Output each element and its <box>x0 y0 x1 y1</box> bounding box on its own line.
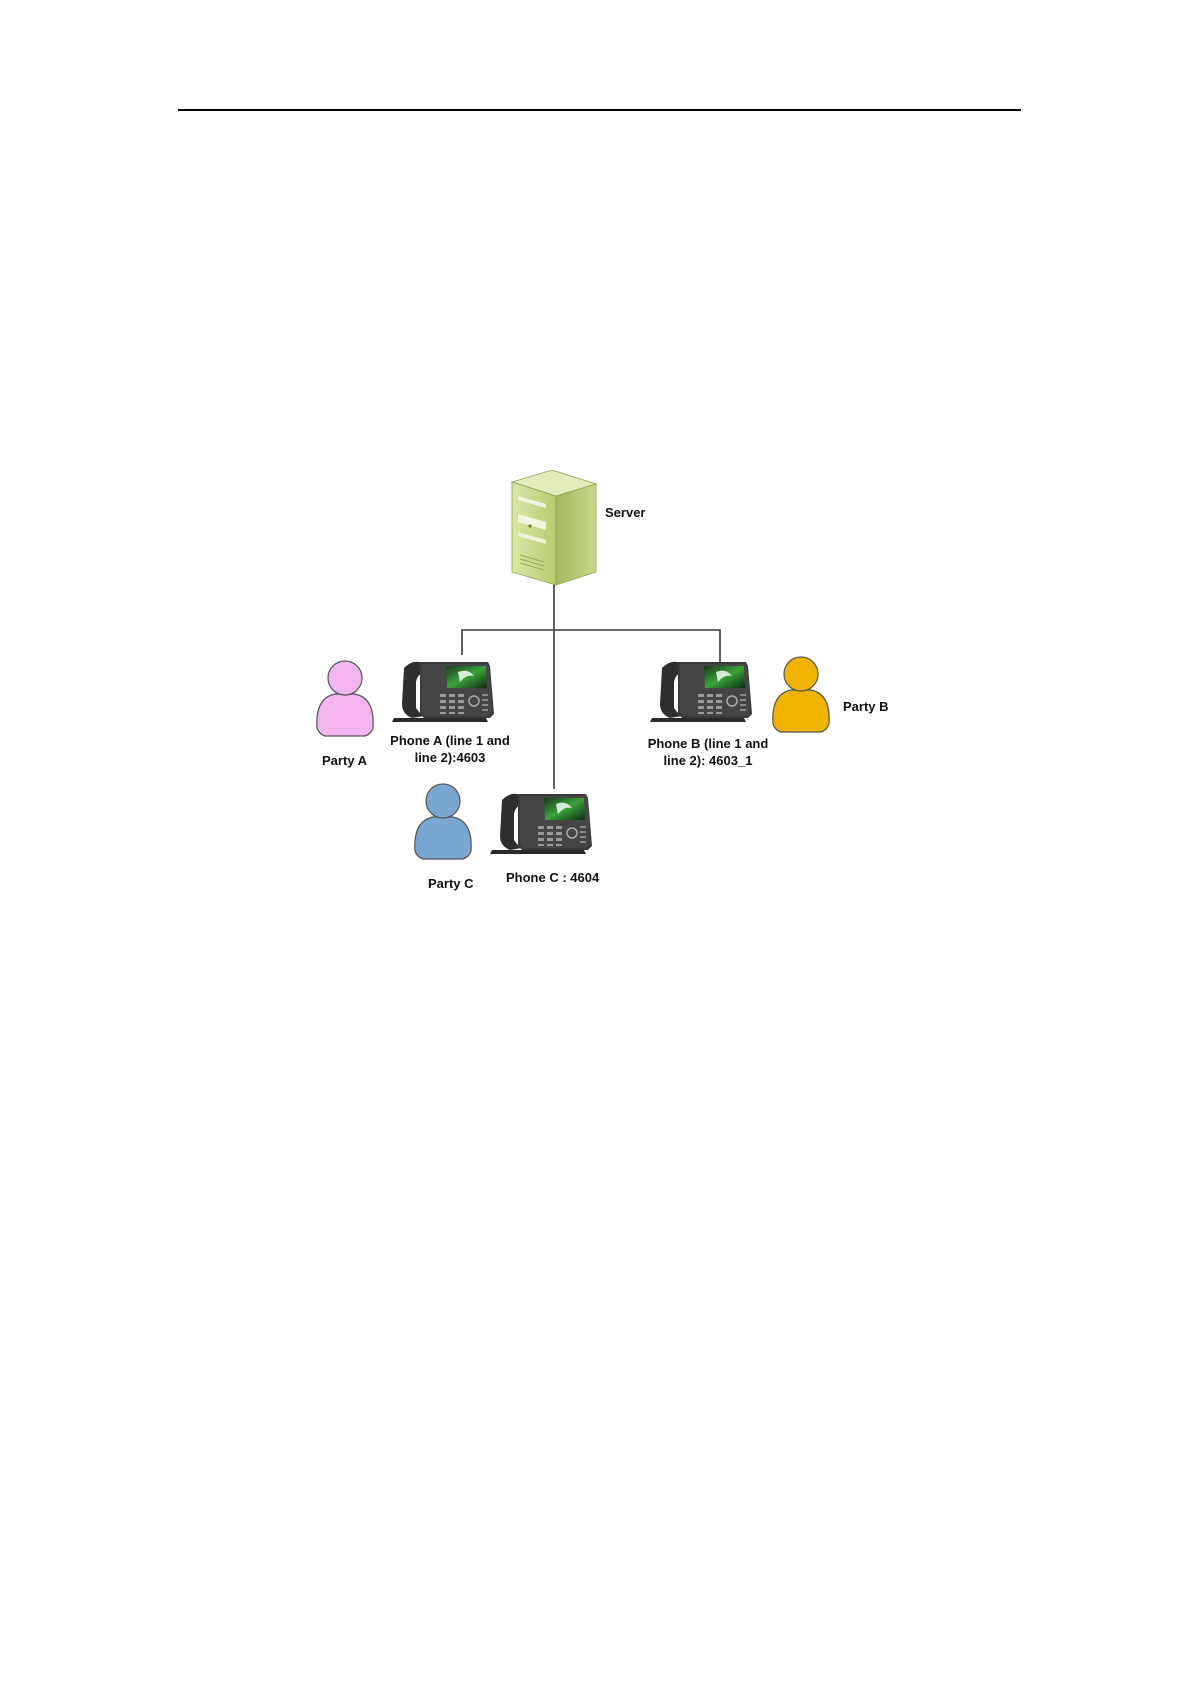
phone-b-label-line2: line 2): 4603_1 <box>643 752 773 769</box>
server-icon <box>512 470 596 585</box>
party-a-label: Party A <box>322 752 367 769</box>
phone-b-icon <box>650 662 752 722</box>
phone-a-label-line1: Phone A (line 1 and <box>386 732 514 749</box>
party-a-avatar <box>317 661 373 736</box>
phone-a-label: Phone A (line 1 and line 2):4603 <box>386 732 514 766</box>
party-b-avatar <box>773 657 829 732</box>
phone-c-label: Phone C : 4604 <box>506 869 599 886</box>
phone-b-label: Phone B (line 1 and line 2): 4603_1 <box>643 735 773 769</box>
party-c-label: Party C <box>428 875 474 892</box>
phone-a-label-line2: line 2):4603 <box>386 749 514 766</box>
phone-c-icon <box>490 794 592 854</box>
party-b-label: Party B <box>843 698 889 715</box>
party-c-avatar <box>415 784 471 859</box>
phone-a-icon <box>392 662 494 722</box>
phone-b-label-line1: Phone B (line 1 and <box>643 735 773 752</box>
server-label: Server <box>605 504 645 521</box>
